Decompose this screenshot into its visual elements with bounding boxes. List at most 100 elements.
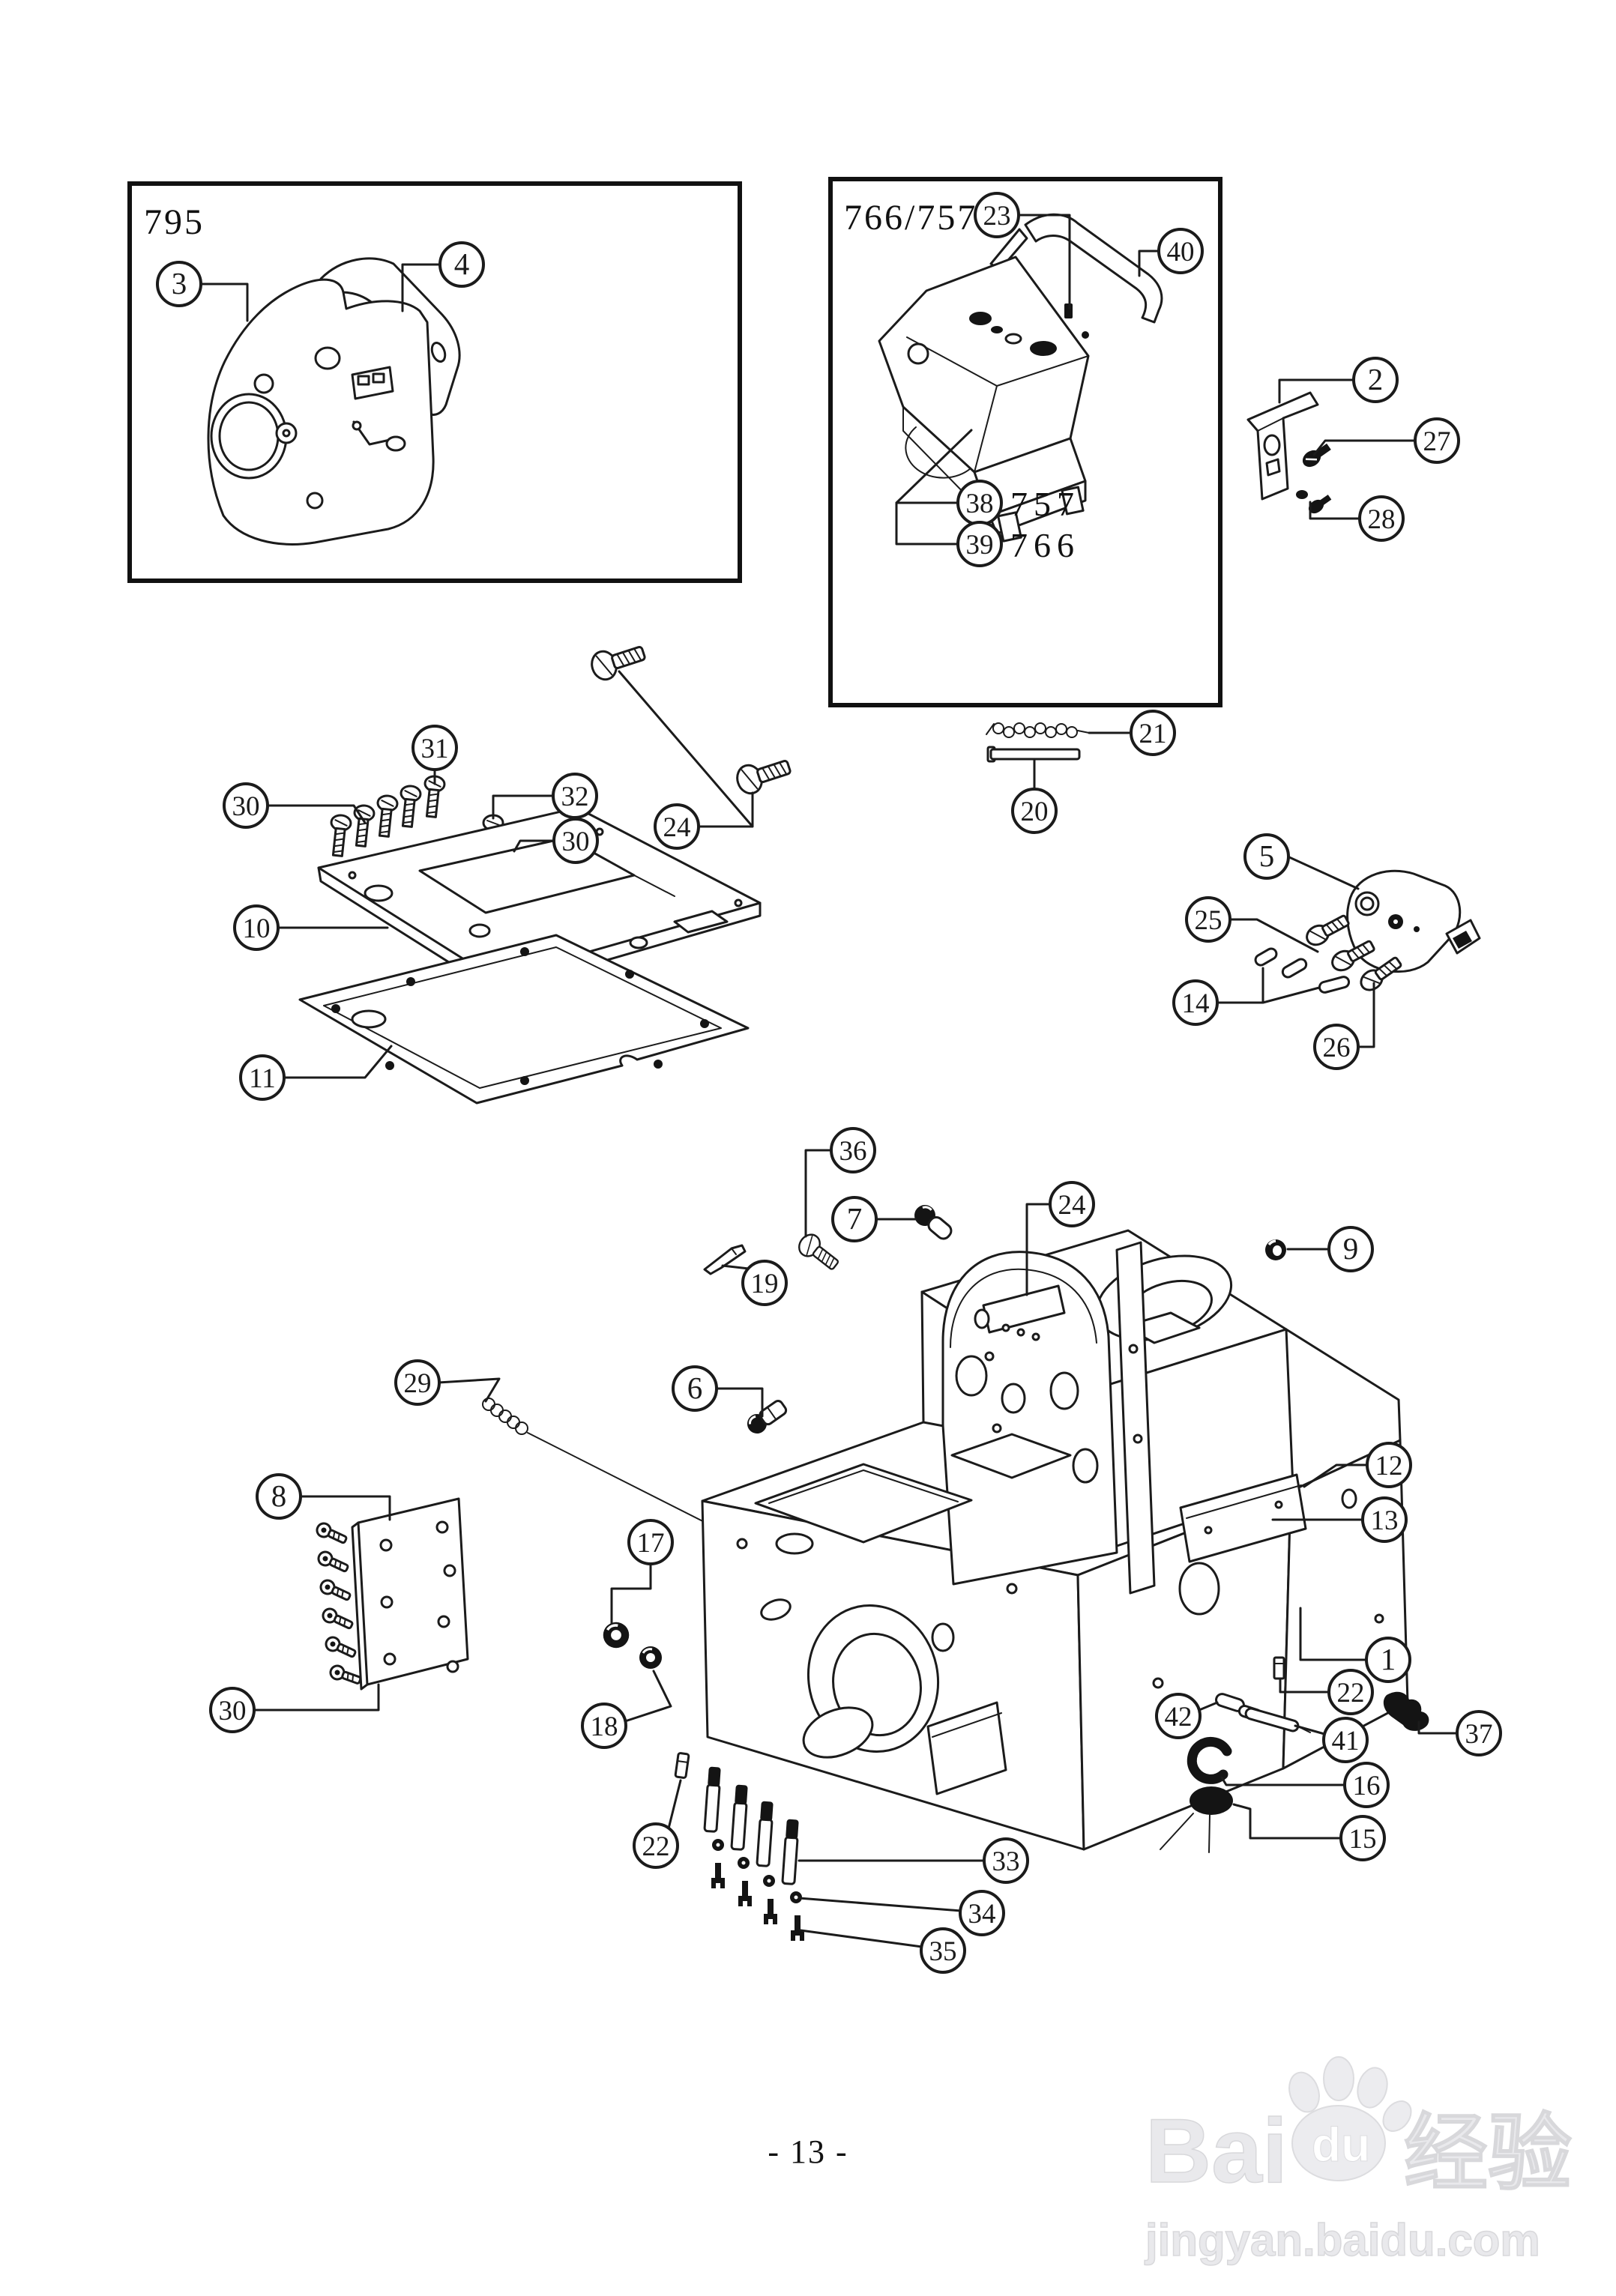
callout-15: 15 xyxy=(1232,1803,1386,1861)
callout-23-circle xyxy=(974,192,1020,238)
callout-26-number: 26 xyxy=(1323,1033,1351,1063)
callout-10: 10 xyxy=(233,904,389,951)
callout-30: 30 xyxy=(223,782,367,829)
callout-24-circle xyxy=(1049,1181,1095,1227)
variant-label-757: 757 xyxy=(1010,485,1080,523)
callout-6: 6 xyxy=(672,1365,764,1418)
callout-11-circle xyxy=(239,1054,286,1101)
callout-30-circle xyxy=(552,818,599,864)
callout-36-leader xyxy=(804,1149,833,1238)
callout-30-number: 30 xyxy=(232,791,260,822)
callout-33-number: 33 xyxy=(992,1846,1020,1877)
callout-2: 2 xyxy=(1278,357,1399,404)
callout-35-leader xyxy=(799,1929,923,1948)
callout-20-circle xyxy=(1011,788,1058,834)
callout-37-circle xyxy=(1456,1710,1502,1756)
callout-30-leader xyxy=(252,1683,380,1712)
callout-17-leader xyxy=(610,1562,652,1625)
part-5-bracket-cluster xyxy=(1254,869,1481,995)
callout-35-number: 35 xyxy=(929,1936,957,1967)
callout-30-leader xyxy=(513,839,555,853)
callout-34-number: 34 xyxy=(968,1899,996,1930)
callout-11: 11 xyxy=(239,1045,393,1101)
watermark-bai: Bai xyxy=(1145,2100,1288,2202)
callout-15-number: 15 xyxy=(1349,1824,1377,1855)
watermark-site: jingyan.baidu.com xyxy=(1145,2215,1540,2265)
callout-27: 27 xyxy=(1312,417,1460,464)
callout-3-circle xyxy=(156,261,202,307)
callout-24-circle xyxy=(654,803,700,850)
part-11-gasket xyxy=(298,934,750,1105)
callout-16: 16 xyxy=(1220,1762,1390,1808)
callout-6-circle xyxy=(672,1365,718,1412)
callout-21-circle xyxy=(1130,710,1176,756)
callout-22-number: 22 xyxy=(642,1831,670,1862)
callout-28-leader xyxy=(1309,501,1362,520)
callout-24-leader xyxy=(1025,1203,1052,1296)
callout-40-number: 40 xyxy=(1167,237,1195,268)
watermark-du: du xyxy=(1312,2118,1370,2172)
callout-28-circle xyxy=(1358,495,1405,542)
callout-23: 23 xyxy=(974,192,1071,310)
callout-22: 22 xyxy=(633,1779,682,1869)
part-21-spring xyxy=(986,722,1090,738)
callout-17-circle xyxy=(627,1519,674,1565)
callout-32-circle xyxy=(552,773,598,819)
callout-22-circle xyxy=(1327,1669,1374,1715)
callout-30-leader xyxy=(266,804,367,824)
part-6-plug xyxy=(747,1400,788,1434)
callout-19-leader xyxy=(721,1264,750,1270)
callout-6-leader xyxy=(714,1387,764,1418)
watermark-cn: 经验 xyxy=(1404,2106,1572,2200)
callout-30-circle xyxy=(223,782,269,829)
callout-12-number: 12 xyxy=(1375,1451,1403,1481)
callout-38-number: 38 xyxy=(966,489,994,519)
part-18-ring xyxy=(638,1645,663,1670)
callout-42: 42 xyxy=(1155,1693,1219,1739)
callout-7-circle xyxy=(831,1196,878,1242)
callout-20-number: 20 xyxy=(1021,797,1049,827)
callout-20: 20 xyxy=(1011,758,1058,834)
callout-40: 40 xyxy=(1138,228,1204,277)
callout-31-number: 31 xyxy=(421,734,449,764)
callout-12-leader xyxy=(1303,1463,1369,1488)
callout-42-number: 42 xyxy=(1165,1702,1193,1732)
callout-41-number: 41 xyxy=(1332,1726,1360,1756)
callout-32-leader xyxy=(492,794,555,820)
callout-17-number: 17 xyxy=(637,1528,665,1559)
callout-34: 34 xyxy=(798,1890,1005,1936)
callout-8-leader xyxy=(298,1495,391,1521)
callout-41-circle xyxy=(1322,1717,1369,1763)
callout-13: 13 xyxy=(1271,1496,1408,1543)
part-30-screws-column xyxy=(313,1520,364,1688)
callout-14-circle xyxy=(1172,979,1219,1026)
callout-18-number: 18 xyxy=(591,1712,618,1742)
callout-25-leader xyxy=(1228,918,1319,953)
callout-31-circle xyxy=(411,725,458,771)
callout-36: 36 xyxy=(804,1127,876,1238)
part-19-pin xyxy=(703,1244,747,1275)
part-2-bracket xyxy=(1246,391,1319,501)
callout-7: 7 xyxy=(831,1196,917,1242)
callout-18: 18 xyxy=(581,1670,672,1749)
callout-21-number: 21 xyxy=(1139,719,1167,749)
callout-39: 39 xyxy=(895,501,1003,567)
callout-21: 21 xyxy=(1088,710,1176,756)
inset-766-757-drawing xyxy=(878,213,1163,543)
part-27-screw xyxy=(1302,443,1331,468)
callout-22-circle xyxy=(633,1822,679,1869)
watermark: Bai du 经验 jingyan.baidu.com xyxy=(1144,2056,1573,2266)
callout-3-leader xyxy=(199,283,249,322)
callout-14: 14 xyxy=(1172,967,1321,1026)
callout-10-number: 10 xyxy=(243,913,271,944)
callout-39-number: 39 xyxy=(966,530,994,561)
part-37-cap xyxy=(1383,1691,1429,1731)
callout-27-number: 27 xyxy=(1423,426,1451,457)
callout-37-number: 37 xyxy=(1465,1719,1493,1750)
callout-24: 24 xyxy=(618,670,754,850)
callout-25-circle xyxy=(1185,896,1231,943)
callout-42-leader xyxy=(1198,1701,1219,1712)
callout-3-number: 3 xyxy=(172,266,187,300)
